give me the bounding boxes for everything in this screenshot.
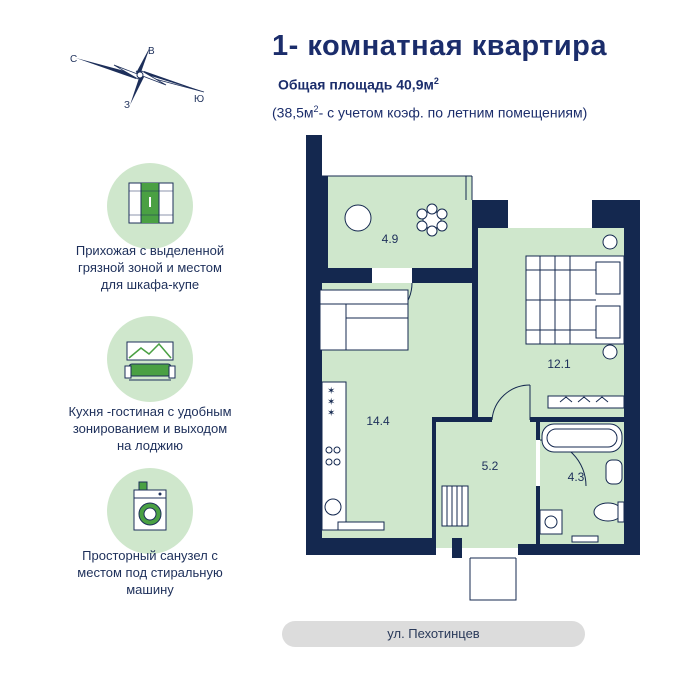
kitchen-counter	[321, 381, 385, 531]
total-area: Общая площадь 40,9м2	[278, 76, 439, 93]
living-room-icon	[124, 341, 176, 381]
compass-east-label: Ю	[194, 94, 204, 105]
shoe-rack-icon	[441, 485, 469, 527]
feature-circle-living	[107, 316, 193, 402]
room-area-loggia: 4.9	[382, 232, 399, 246]
street-label: ул. Пехотинцев	[387, 626, 480, 641]
compass-south-label: З	[124, 100, 130, 111]
page-title: 1- комнатная квартира	[272, 30, 608, 62]
feature-line: для шкафа-купе	[100, 277, 200, 292]
svg-text:✶: ✶	[327, 386, 335, 397]
compass-rose: В З С Ю	[70, 46, 205, 111]
wardrobe-rail	[547, 395, 625, 409]
svg-text:✶: ✶	[327, 397, 335, 408]
feature-text-bathroom: Просторный санузел с местом под стиральн…	[45, 547, 255, 598]
bed-icon	[525, 234, 625, 360]
bathroom-fixtures	[539, 423, 625, 543]
area-note-sup: 2	[313, 104, 319, 114]
feature-text-living: Кухня -гостиная с удобным зонированием и…	[45, 403, 255, 454]
sofa-icon	[319, 289, 409, 351]
feature-line: зонированием и выходом	[72, 421, 228, 436]
feature-line: машину	[126, 582, 174, 597]
feature-line: на лоджию	[117, 438, 183, 453]
street-bar	[282, 621, 585, 647]
armchair-icon	[344, 204, 372, 232]
feature-line: Прихожая с выделенной	[75, 243, 225, 258]
washing-machine-icon	[133, 481, 167, 531]
stove-icon: ✶✶✶	[327, 386, 335, 419]
svg-text:✶: ✶	[327, 408, 335, 419]
area-note: (38,5м2- с учетом коэф. по летним помеще…	[272, 104, 587, 121]
feature-line: Просторный санузел с	[82, 548, 218, 563]
feature-line: грязной зоной и местом	[78, 260, 222, 275]
hallway-floor	[436, 420, 536, 548]
area-note-suffix: - с учетом коэф. по летним помещениям)	[318, 104, 588, 121]
room-area-hallway: 5.2	[482, 459, 499, 473]
feature-circle-bathroom	[107, 468, 193, 554]
total-area-sup: 2	[433, 76, 439, 86]
area-note-prefix: (38,5м	[272, 104, 314, 121]
loggia-floor	[322, 176, 472, 268]
feature-circle-hallway	[107, 163, 193, 249]
compass-west-label: С	[70, 54, 77, 65]
total-area-text: Общая площадь 40,9м	[278, 76, 434, 93]
plant-icon	[416, 203, 448, 237]
feature-text-hallway: Прихожая с выделенной грязной зоной и ме…	[45, 242, 255, 293]
room-area-kitchen: 14.4	[366, 414, 390, 428]
feature-line: местом под стиральную	[77, 565, 223, 580]
room-area-bathroom: 4.3	[568, 470, 585, 484]
feature-line: Кухня -гостиная с удобным	[68, 404, 232, 419]
wardrobe-icon	[128, 182, 174, 224]
room-area-bedroom: 12.1	[547, 357, 571, 371]
walls	[306, 135, 640, 558]
compass-north-label: В	[148, 46, 155, 57]
